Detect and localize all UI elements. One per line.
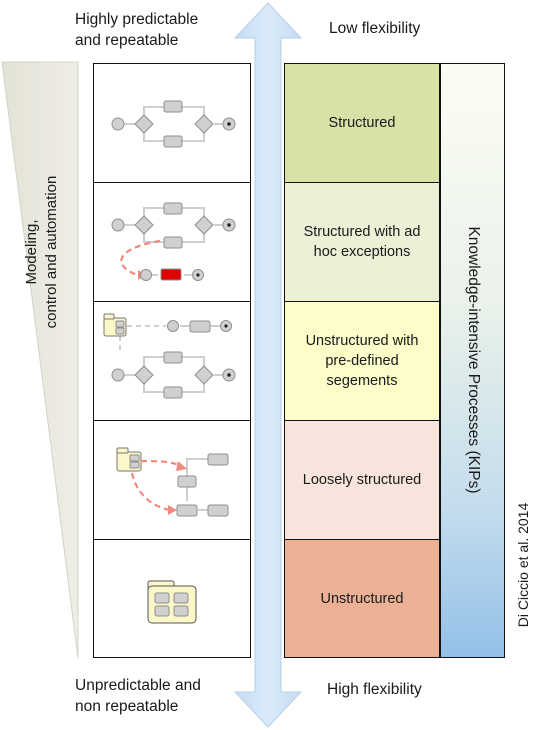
top-right-label: Low flexibility: [329, 20, 421, 37]
icon-cell-segments: [93, 301, 251, 421]
category-structured-exceptions: Structured with ad hoc exceptions: [284, 182, 440, 302]
icon-cell-unstructured: [93, 539, 251, 658]
left-axis-label: Modeling, control and automation: [23, 175, 60, 329]
control-wedge: [1, 61, 79, 659]
kip-column: [440, 63, 505, 658]
category-unstructured-segments: Unstructured with pre-defined segements: [284, 301, 440, 421]
kip-label: Knowledge-intensive Processes (KIPs): [465, 226, 482, 494]
icon-cell-structured: [93, 63, 251, 183]
structured-process-icon: [111, 100, 236, 148]
category-structured: Structured: [284, 63, 440, 183]
bottom-left-label: Unpredictable and non repeatable: [75, 677, 201, 715]
exception-process-icon: [111, 202, 236, 281]
category-unstructured: Unstructured: [284, 539, 440, 658]
segmented-process-icon: [103, 313, 236, 399]
top-left-label: Highly predictable and repeatable: [75, 11, 199, 49]
flexibility-arrow: [233, 2, 303, 728]
unstructured-folder-icon: [147, 580, 197, 624]
bottom-right-label: High flexibility: [327, 681, 422, 698]
loose-process-icon: [116, 447, 229, 517]
icon-cell-exceptions: [93, 182, 251, 302]
icon-cell-loose: [93, 420, 251, 540]
category-loosely-structured: Loosely structured: [284, 420, 440, 540]
credit-label: Di Ciccio et al. 2014: [515, 502, 531, 628]
